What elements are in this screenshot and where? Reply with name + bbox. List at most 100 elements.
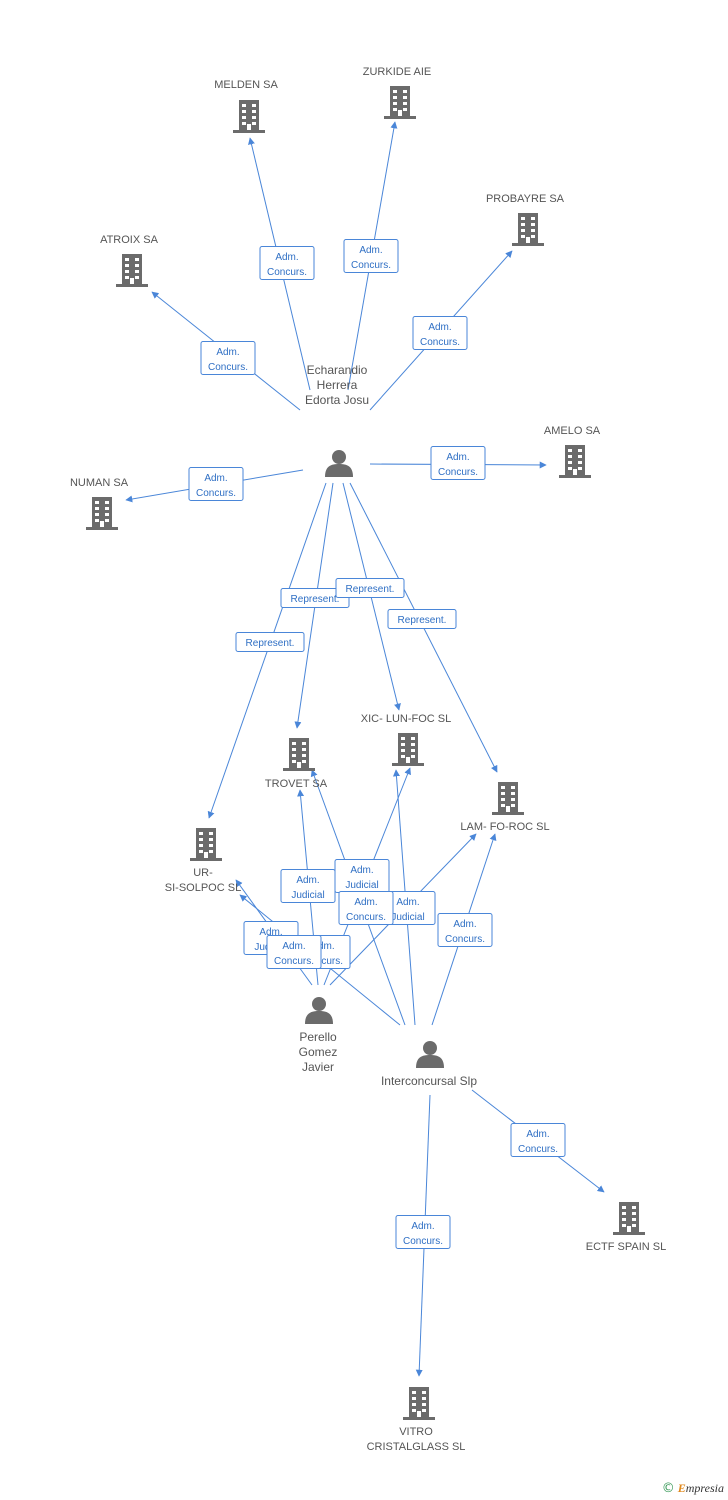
relation-label-text: Concurs. [208,362,248,373]
node-interconcursal[interactable]: Interconcursal Slp [381,1041,477,1088]
node-label: Edorta Josu [305,393,369,407]
node-label: ATROIX SA [100,234,159,246]
relation-label-text: Adm. [296,875,319,886]
node-melden[interactable]: MELDEN SA [214,79,278,133]
node-vitro[interactable]: VITRO CRISTALGLASS SL [367,1387,466,1453]
person-icon [325,450,353,477]
relation-label-text: Judicial [391,912,424,923]
brand-footer: © Empresia [662,1481,724,1496]
relation-label-text: Adm. [282,941,305,952]
node-label: ECTF SPAIN SL [586,1241,666,1253]
building-icon [492,782,524,815]
building-icon [512,213,544,246]
relation-label-text: Adm. [359,245,382,256]
relation-label-text: Represent. [346,584,395,595]
node-label: PROBAYRE SA [486,193,565,205]
node-label: Echarandio [307,363,368,377]
node-ur[interactable]: UR-SI-SOLPOC SL [165,828,241,894]
relation-label-echarandio-to-atroix[interactable]: Adm. Concurs. [200,341,256,375]
node-trovet[interactable]: TROVET SA [265,738,328,790]
node-label: VITRO [399,1426,433,1438]
relation-label-text: Represent. [246,638,295,649]
node-numan[interactable]: NUMAN SA [70,477,129,530]
building-icon [559,445,591,478]
nodes-layer: MELDEN SA ZURKIDE AIE ATROIX SA PROBAYRE SA… [70,66,666,1453]
node-xic[interactable]: XIC- LUN-FOC SL [361,713,451,766]
node-label: ZURKIDE AIE [363,66,431,78]
node-label: Interconcursal Slp [381,1074,477,1088]
relation-label-text: Concurs. [445,934,485,945]
relation-label-text: Adm. [354,897,377,908]
relation-label-box [437,913,493,947]
relation-label-echarandio-to-xic[interactable]: Represent. [335,578,405,598]
building-icon [403,1387,435,1420]
relation-label-interconcursal-to-vitro[interactable]: Adm. Concurs. [395,1215,451,1249]
relation-labels-layer: Adm. Concurs. Adm. Concurs. Adm. Concurs. Adm.… [188,239,566,1249]
relation-label-box [259,246,315,280]
relation-label-text: Concurs. [438,467,478,478]
relation-label-text: Adm. [204,473,227,484]
node-label: SI-SOLPOC SL [165,882,241,894]
relation-label-text: Represent. [291,594,340,605]
relation-label-text: Adm. [453,919,476,930]
node-label: Gomez [299,1045,338,1059]
relation-label-text: Adm. [526,1129,549,1140]
node-atroix[interactable]: ATROIX SA [100,234,159,287]
relation-label-text: Concurs. [351,260,391,271]
node-label: TROVET SA [265,778,328,790]
brand-logo-initial: E [677,1481,686,1495]
node-label: NUMAN SA [70,477,129,489]
relation-label-echarandio-to-melden[interactable]: Adm.Concurs. [259,246,315,280]
relation-label-interconcursal-to-lam[interactable]: Adm. Concurs. [437,913,493,947]
relation-label-text: Adm. [216,347,239,358]
relation-label-text: Adm. [411,1221,434,1232]
relation-label-echarandio-to-numan[interactable]: Adm. Concurs. [188,467,244,501]
relation-label-text: Concurs. [346,912,386,923]
relation-label-text: Adm. [259,927,282,938]
relation-label-text: Adm. [396,897,419,908]
relation-label-text: Represent. [398,615,447,626]
relation-label-text: Adm. [446,452,469,463]
relation-label-box [395,1215,451,1249]
relation-label-box [200,341,256,375]
relation-label-text: Concurs. [303,956,343,967]
relation-label-box [338,891,394,925]
node-label: XIC- LUN-FOC SL [361,713,451,725]
relation-label-perello-to-trovet[interactable]: Adm.Judicial [280,869,336,903]
node-label: Javier [302,1060,334,1074]
relation-label-box [387,609,457,629]
relation-label-echarandio-to-zurkide[interactable]: Adm. Concurs. [343,239,399,273]
node-label: LAM- FO-ROC SL [460,821,549,833]
relation-label-box [188,467,244,501]
relation-label-text: Concurs. [403,1236,443,1247]
relation-label-interconcursal-to-xic[interactable]: Adm. Concurs. [338,891,394,925]
relation-label-text: Concurs. [196,488,236,499]
node-ectf[interactable]: ECTF SPAIN SL [586,1202,666,1253]
building-icon [613,1202,645,1235]
relation-label-text: Adm. [275,252,298,263]
relation-label-box [266,935,322,969]
building-icon [190,828,222,861]
node-probayre[interactable]: PROBAYRE SA [486,193,565,246]
relation-label-interconcursal-to-ur[interactable]: Adm.Concurs. [266,935,322,969]
node-amelo[interactable]: AMELO SA [544,425,601,478]
node-label: Perello [299,1030,337,1044]
relation-label-echarandio-to-lam[interactable]: Represent. [387,609,457,629]
relation-label-echarandio-to-probayre[interactable]: Adm.Concurs. [412,316,468,350]
relation-label-echarandio-to-ur[interactable]: Represent. [235,632,305,652]
relation-label-perello-to-xic[interactable]: Adm.Judicial [334,859,390,893]
relation-label-interconcursal-to-ectf[interactable]: Adm.Concurs. [510,1123,566,1157]
relation-label-box [430,446,486,480]
copyright-symbol: © [661,1481,675,1496]
relation-label-box [343,239,399,273]
relation-label-box [335,578,405,598]
node-zurkide[interactable]: ZURKIDE AIE [363,66,431,119]
node-label: CRISTALGLASS SL [367,1441,466,1453]
node-lam[interactable]: LAM- FO-ROC SL [460,782,550,833]
building-icon [86,497,118,530]
relation-label-echarandio-to-amelo[interactable]: Adm. Concurs. [430,446,486,480]
relation-label-text: Judicial [345,880,378,891]
node-label: Herrera [317,378,358,392]
